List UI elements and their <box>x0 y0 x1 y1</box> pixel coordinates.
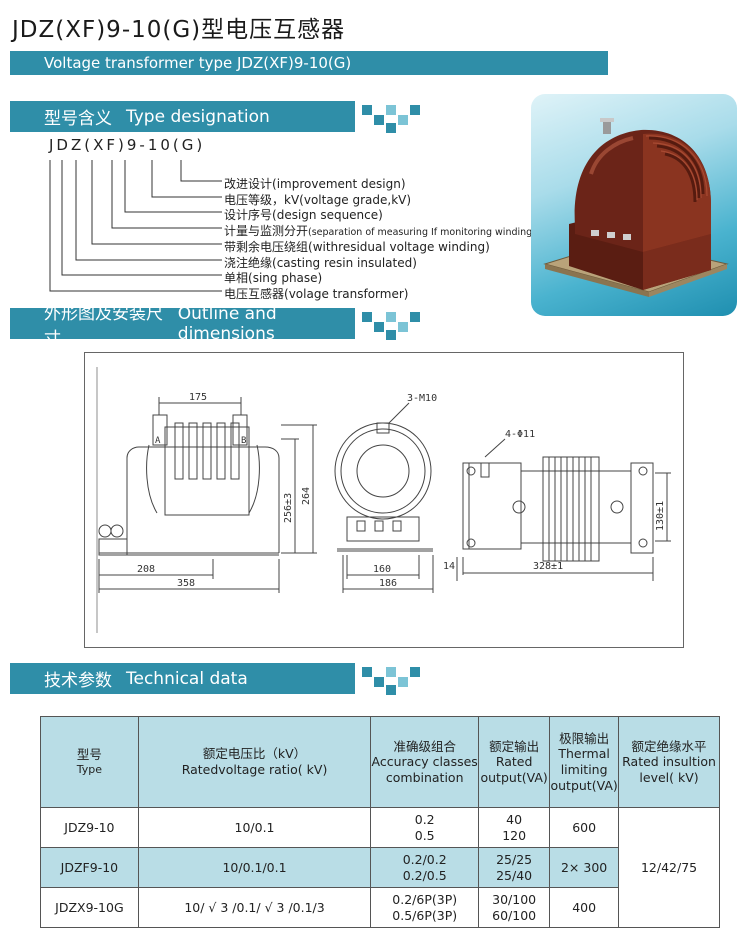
section-title-cn: 型号含义 <box>44 109 112 129</box>
designation-label-7: 单相(sing phase) <box>224 271 323 285</box>
dim-256: 256±3 <box>283 493 294 523</box>
cell-limit: 400 <box>549 887 620 928</box>
designation-label-1: 改进设计(improvement design) <box>224 177 406 191</box>
cell-ratio: 10/0.1/0.1 <box>137 847 372 888</box>
section-bar-designation: 型号含义 Type designation <box>10 101 355 132</box>
dim-14: 14 <box>443 561 455 572</box>
designation-label-3: 设计序号(design sequence) <box>224 208 383 222</box>
cell-type: JDZ9-10 <box>40 807 139 848</box>
cell-ratio: 10/ √ 3 /0.1/ √ 3 /0.1/3 <box>137 887 372 928</box>
designation-label-5: 带剩余电压绕组(withresidual voltage winding) <box>224 240 490 254</box>
section-title-en: Technical data <box>126 668 248 689</box>
header-ratio: 额定电压比（kV）Ratedvoltage ratio( kV) <box>137 716 372 808</box>
dim-328: 328±1 <box>533 561 563 572</box>
cell-insulation: 12/42/75 <box>618 807 720 928</box>
cell-limit: 2× 300 <box>549 847 620 888</box>
designation-label-8: 电压互感器(volage transformer) <box>224 287 409 301</box>
section-title-cn: 技术参数 <box>44 671 112 691</box>
dim-358: 358 <box>177 578 195 589</box>
dim-175: 175 <box>189 392 207 403</box>
section-title-en: Outline and dimensions <box>177 303 277 344</box>
dim-186: 186 <box>379 578 397 589</box>
subtitle-bar: Voltage transformer type JDZ(XF)9-10(G) <box>10 51 608 75</box>
section-bar-outline: 外形图及安装尺寸 Outline and dimensions <box>10 304 355 349</box>
designation-label-4: 计量与监测分开(separation of measuring If monit… <box>224 224 536 238</box>
section-title-cn: 外形图及安装尺寸 <box>44 303 163 349</box>
table-row: JDZX9-10G 10/ √ 3 /0.1/ √ 3 /0.1/3 0.2/6… <box>40 887 720 928</box>
dim-264: 264 <box>301 487 312 505</box>
cell-accuracy: 0.2/6P(3P)0.5/6P(3P) <box>370 887 480 928</box>
section-bar-technical: 技术参数 Technical data <box>10 663 355 694</box>
dim-130: 130±1 <box>655 501 666 531</box>
cell-type: JDZF9-10 <box>40 847 139 888</box>
outline-drawing: 175 A B 256±3 264 208 358 3-M10 160 186 … <box>84 352 684 648</box>
designation-label-2: 电压等级，kV(voltage grade,kV) <box>224 193 412 207</box>
cell-ratio: 10/0.1 <box>137 807 372 848</box>
dim-160: 160 <box>373 564 391 575</box>
terminal-label-b: B <box>241 436 246 446</box>
page-title: JDZ(XF)9-10(G)型电压互感器 <box>12 17 346 43</box>
section-title-en: Type designation <box>126 106 270 127</box>
dim-208: 208 <box>137 564 155 575</box>
dim-holes: 4-Φ11 <box>505 429 535 440</box>
subtitle-text: Voltage transformer type JDZ(XF)9-10(G) <box>44 54 352 72</box>
designation-code: JDZ(XF)9-10(G) <box>49 136 206 154</box>
cell-limit: 600 <box>549 807 620 848</box>
product-photo <box>531 94 737 316</box>
terminal-label-a: A <box>155 436 161 446</box>
designation-label-6: 浇注绝缘(casting resin insulated) <box>224 256 417 270</box>
cell-type: JDZX9-10G <box>40 887 139 928</box>
dim-bolt: 3-M10 <box>407 393 437 404</box>
